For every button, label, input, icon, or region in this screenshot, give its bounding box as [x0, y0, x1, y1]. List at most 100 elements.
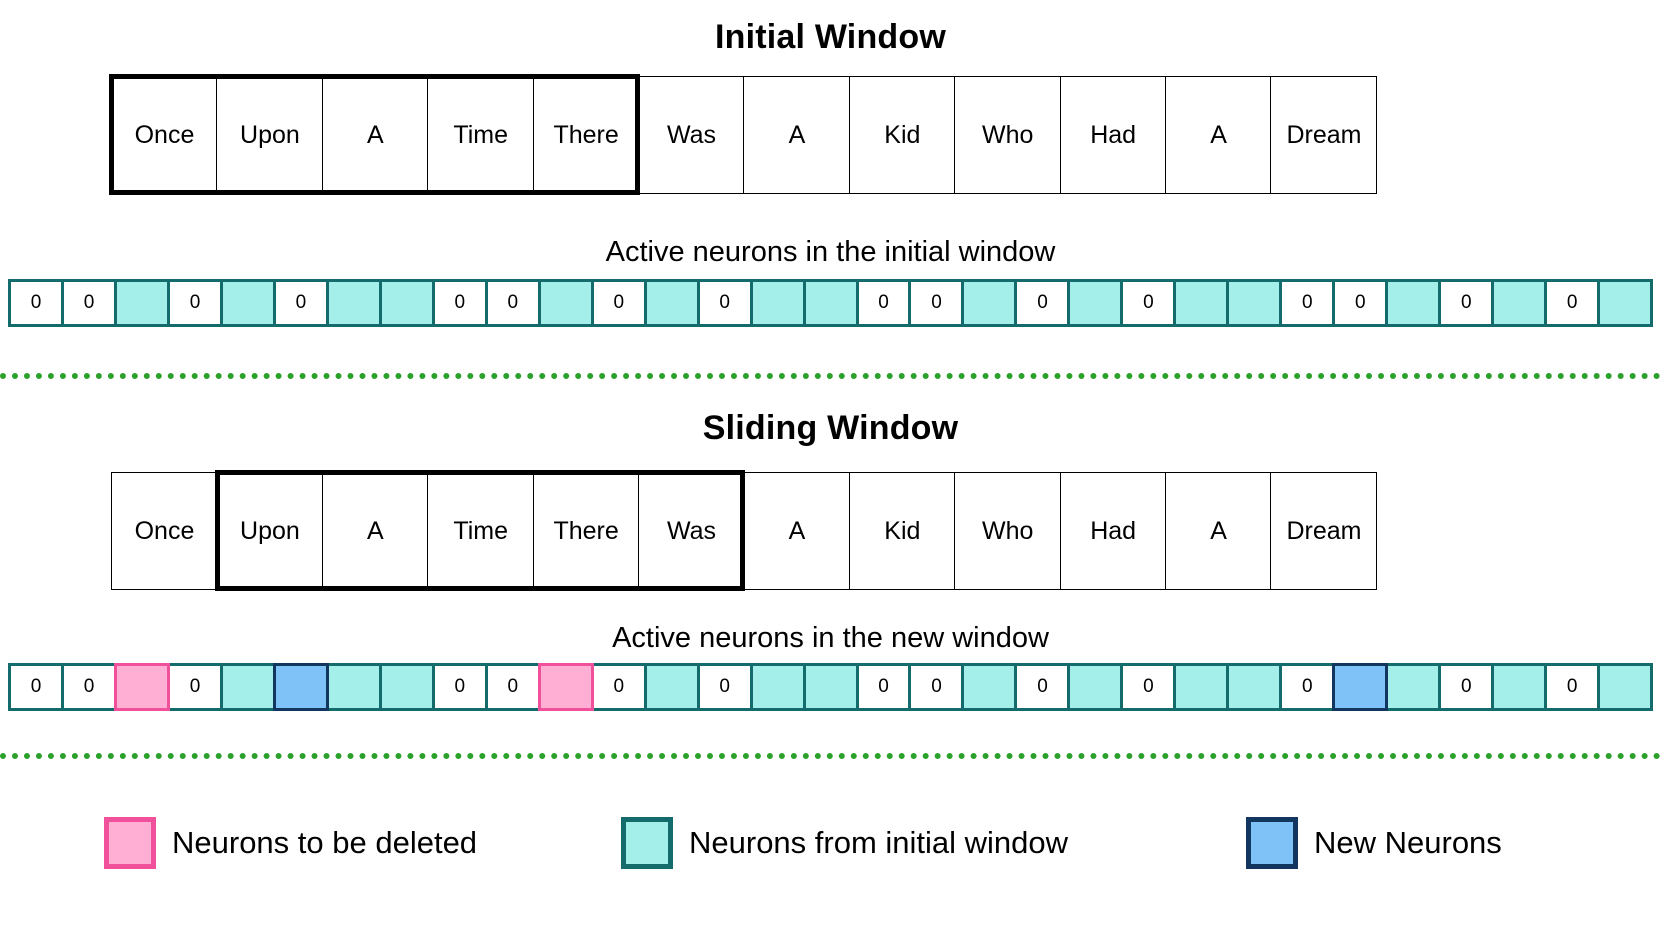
initial-neuron-cell: [802, 279, 859, 327]
sliding-neuron-cell: 0: [60, 663, 118, 711]
sliding-token-label: There: [553, 516, 619, 545]
initial-neuron-cell: [1491, 279, 1548, 327]
legend-swatch-blue-icon: [1246, 817, 1298, 869]
sliding-neuron-cell: [113, 663, 171, 711]
initial-token-label: There: [553, 120, 619, 149]
legend-item-new: New Neurons: [1246, 817, 1502, 869]
initial-neuron-value: 0: [295, 292, 307, 313]
sliding-neuron-cell: [1067, 663, 1124, 711]
sliding-neuron-value: 0: [30, 676, 42, 697]
legend-label-initial: Neurons from initial window: [689, 825, 1069, 860]
initial-neuron-value: 0: [1037, 292, 1048, 313]
initial-token-cell: There: [532, 76, 640, 194]
initial-neuron-value: 0: [1460, 292, 1472, 313]
sliding-neuron-cell: 0: [166, 663, 224, 711]
sliding-token-label: Had: [1090, 516, 1137, 545]
initial-neuron-cell: 0: [1014, 279, 1071, 327]
legend-swatch-cyan-icon: [621, 817, 673, 869]
sliding-token-cell: There: [532, 472, 640, 590]
sliding-neuron-cell: [643, 663, 700, 711]
sliding-neuron-cell: 0: [1120, 663, 1177, 711]
sliding-neuron-cell: 0: [1014, 663, 1071, 711]
initial-token-cell: A: [743, 76, 851, 194]
divider-top: [0, 373, 1661, 379]
sliding-neuron-cell: [1332, 663, 1389, 711]
initial-neuron-value: 0: [1566, 292, 1578, 313]
initial-neuron-cell: [1067, 279, 1124, 327]
initial-token-label: A: [366, 120, 384, 149]
initial-neuron-cell: [378, 279, 435, 327]
initial-neuron-cell: [537, 279, 594, 327]
initial-neuron-cell: 0: [272, 279, 329, 327]
initial-neuron-value: 0: [719, 292, 730, 313]
initial-neuron-cell: [961, 279, 1018, 327]
sliding-neuron-cell: [749, 663, 806, 711]
sliding-neuron-cell: [272, 663, 329, 711]
initial-token-cell: Had: [1059, 76, 1167, 194]
initial-token-cell: A: [1165, 76, 1273, 194]
legend-label-new: New Neurons: [1314, 825, 1502, 860]
initial-token-label: Time: [453, 120, 509, 149]
sliding-neurons-caption: Active neurons in the new window: [612, 622, 1049, 654]
sliding-token-cell: Upon: [216, 472, 324, 590]
sliding-token-cell: Once: [111, 472, 218, 590]
initial-neuron-cell: [1597, 279, 1654, 327]
legend-label-deleted: Neurons to be deleted: [172, 825, 478, 860]
initial-neuron-value: 0: [189, 292, 201, 313]
initial-token-cell: Upon: [216, 76, 324, 194]
sliding-token-cell: Was: [638, 472, 746, 590]
sliding-window-title-row: Sliding Window: [0, 409, 1661, 448]
sliding-token-cell: A: [321, 472, 429, 590]
initial-neuron-cell: 0: [484, 279, 541, 327]
initial-neuron-value: 0: [1143, 292, 1154, 313]
initial-neuron-value: 0: [931, 292, 942, 313]
sliding-neuron-cell: [537, 663, 594, 711]
sliding-window-title: Sliding Window: [702, 409, 959, 447]
sliding-neuron-value: 0: [1566, 676, 1578, 697]
sliding-token-cell: Had: [1059, 472, 1167, 590]
initial-neuron-cell: 0: [855, 279, 912, 327]
sliding-neuron-cell: 0: [855, 663, 912, 711]
initial-neuron-cell: 0: [8, 279, 65, 327]
initial-neuron-value: 0: [83, 292, 95, 313]
initial-token-cell: Once: [111, 76, 218, 194]
initial-token-label: A: [1210, 120, 1227, 149]
sliding-token-label: A: [366, 516, 384, 545]
sliding-neuron-cell: [378, 663, 435, 711]
sliding-neuron-cell: 0: [1438, 663, 1495, 711]
sliding-neuron-value: 0: [719, 676, 730, 697]
initial-token-cell: Kid: [848, 76, 956, 194]
initial-token-cell: Was: [638, 76, 746, 194]
sliding-token-label: A: [788, 516, 806, 545]
sliding-token-cell: Dream: [1270, 472, 1378, 590]
sliding-neuron-cell: 0: [431, 663, 488, 711]
initial-neuron-cell: 0: [60, 279, 118, 327]
initial-neuron-cell: [1385, 279, 1442, 327]
sliding-neuron-cell: 0: [1279, 663, 1336, 711]
initial-neuron-cell: [325, 279, 382, 327]
sliding-token-cell: Who: [954, 472, 1062, 590]
initial-token-cell: Who: [954, 76, 1062, 194]
sliding-neuron-value: 0: [1037, 676, 1048, 697]
sliding-neuron-cell: [325, 663, 382, 711]
initial-token-cell: Time: [427, 76, 535, 194]
sliding-token-cell: Time: [427, 472, 535, 590]
initial-token-label: A: [788, 120, 806, 149]
divider-bottom: [0, 753, 1661, 759]
initial-token-label: Kid: [884, 120, 921, 149]
initial-neuron-value: 0: [613, 292, 625, 313]
sliding-token-label: Dream: [1286, 516, 1362, 545]
legend-item-initial: Neurons from initial window: [621, 817, 1068, 869]
initial-neuron-cell: 0: [1279, 279, 1336, 327]
sliding-neuron-value: 0: [507, 676, 519, 697]
initial-neuron-cell: 0: [1438, 279, 1495, 327]
sliding-neuron-cell: [1597, 663, 1654, 711]
